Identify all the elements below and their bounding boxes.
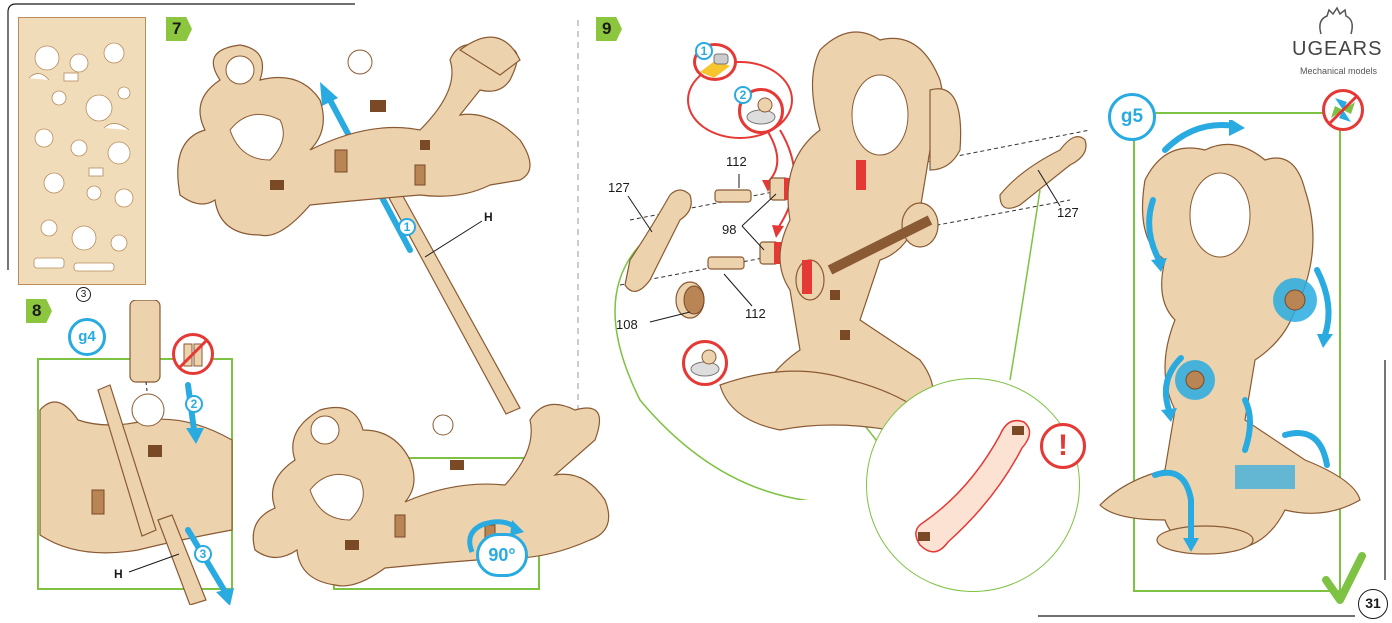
- no-rotation-icon: [1322, 89, 1364, 131]
- step-8-number: 8: [32, 301, 42, 320]
- step-8-glue-label: g4: [68, 318, 106, 356]
- step-9-callout-2: 2: [734, 86, 752, 104]
- step-8-callout-2: 2: [185, 395, 203, 413]
- label-127-right: 127: [1057, 205, 1079, 220]
- label-108: 108: [616, 317, 638, 332]
- step-7-illustration: [177, 36, 531, 415]
- label-98: 98: [722, 222, 737, 237]
- step-9-leader-lines: [627, 169, 1061, 323]
- rotation-arrow-icon: [467, 519, 524, 553]
- brand-name: UGEARS: [1292, 38, 1383, 60]
- final-glue-label: g5: [1108, 93, 1156, 141]
- step-9-badge: 9: [596, 17, 622, 41]
- brand-tagline: Mechanical models: [1300, 66, 1378, 76]
- step-8-h-leader: [128, 553, 180, 573]
- sheet-number: 3: [80, 289, 87, 300]
- step-9-number: 9: [602, 19, 612, 38]
- final-assembly-illustration: [1099, 120, 1361, 555]
- step-7-part-label: H: [484, 210, 493, 224]
- rotation-90-badge: 90°: [476, 533, 528, 577]
- step-8-detail-illustration: [39, 300, 234, 605]
- plywood-sheet-thumbnail: [18, 17, 146, 285]
- step-7-h-leader: [424, 220, 483, 258]
- wax-icon: [738, 88, 784, 134]
- label-112-bottom: 112: [745, 306, 766, 321]
- step-9-callout-1: 1: [695, 42, 713, 60]
- step-7-callout-1: 1: [398, 218, 416, 236]
- sheet-parts-illustration: [28, 42, 134, 272]
- label-112-top: 112: [726, 154, 747, 169]
- step-8-part-label: H: [114, 567, 123, 581]
- gear-logo-icon: [1319, 6, 1353, 35]
- detail-part-127-highlight: [915, 419, 1031, 553]
- no-entry-icon: [172, 333, 214, 375]
- step-8-rotation-illustration: [252, 403, 610, 587]
- step-8-callout-3: 3: [194, 545, 212, 563]
- step-7-badge: 7: [166, 17, 192, 41]
- page-number: 31: [1365, 595, 1381, 611]
- checkmark-icon: [1322, 552, 1366, 604]
- step-8-badge: 8: [26, 299, 52, 323]
- step-9-assembly-illustration: [614, 31, 1091, 500]
- warning-exclamation-icon: !: [1040, 423, 1086, 469]
- sheet-number-badge: 3: [76, 287, 91, 302]
- wax-icon-lower: [682, 340, 728, 386]
- final-assembly-frame: [1133, 112, 1341, 592]
- page-number-badge: 31: [1358, 589, 1388, 619]
- glue-icon: [177, 338, 209, 370]
- label-127-left: 127: [608, 180, 630, 195]
- step-7-number: 7: [172, 19, 182, 38]
